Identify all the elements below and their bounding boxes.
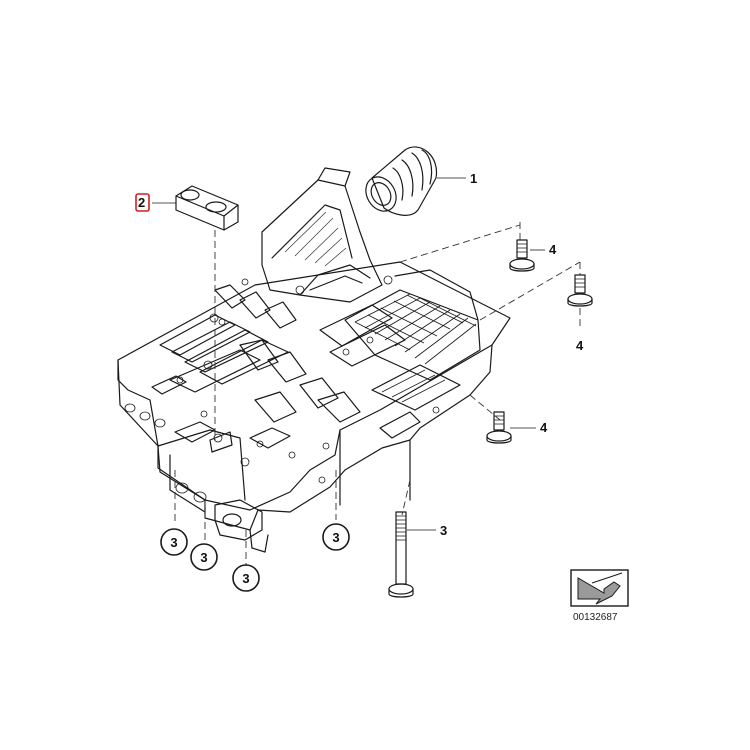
callout-part-2: 2 [138, 195, 145, 210]
circled-callout-3-d: 3 [322, 523, 350, 551]
reference-number: 00132687 [573, 612, 618, 623]
assembly-reference-lines [174, 222, 581, 570]
svg-text:3: 3 [242, 571, 249, 586]
svg-text:3: 3 [332, 530, 339, 545]
bolt-part-4-right: 4 [567, 274, 593, 353]
sleeve-part-1: 1 [365, 146, 477, 216]
callout-part-4-top: 4 [549, 242, 557, 257]
valve-body-assembly [117, 167, 511, 553]
callout-part-3-long-bolt: 3 [440, 523, 447, 538]
bolt-part-4-bottom: 4 [486, 411, 548, 444]
callout-part-1: 1 [470, 171, 477, 186]
callout-part-4-right: 4 [576, 338, 584, 353]
svg-text:3: 3 [200, 550, 207, 565]
seal-part-2: 2 [135, 185, 239, 440]
svg-text:3: 3 [170, 535, 177, 550]
bolt-part-4-top: 4 [509, 239, 557, 272]
long-bolt-part-3: 3 [388, 511, 447, 598]
direction-arrow-icon [570, 569, 629, 607]
circled-callout-3-a: 3 [160, 528, 188, 556]
highlight-box [135, 193, 150, 212]
circled-callout-3-c: 3 [232, 564, 260, 592]
callout-part-4-bottom: 4 [540, 420, 548, 435]
circled-callout-3-b: 3 [190, 543, 218, 571]
